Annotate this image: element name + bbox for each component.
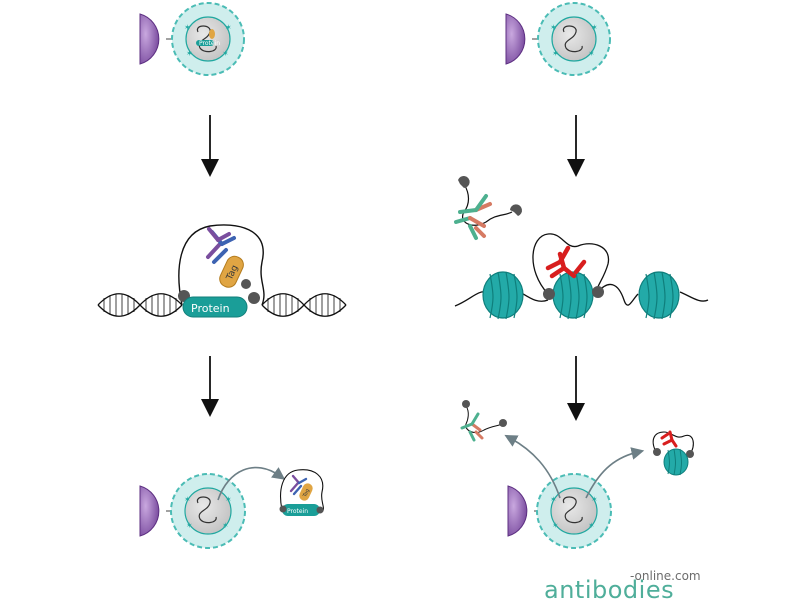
svg-text:✶: ✶ [550, 23, 557, 32]
mini-protein-label: Protein [199, 40, 220, 47]
released-complex: Protein Tag [279, 469, 324, 516]
anchor-right [592, 286, 604, 298]
bead-inner [550, 487, 598, 535]
star-markers: ✶ ✶ ✶ ✶ [550, 23, 598, 58]
star-markers: ✶ ✶ ✶ ✶ [550, 495, 598, 530]
anchor-top [241, 279, 251, 289]
released-nucleosome-complex [652, 430, 694, 476]
bead-inner [551, 16, 597, 62]
star-markers: ✶ ✶ ✶ ✶ [184, 23, 232, 58]
tether-loop [178, 224, 265, 306]
brand-logo: antibodies -online.com [544, 569, 701, 600]
svg-text:✶: ✶ [225, 23, 232, 32]
brand-suffix: -online.com [630, 569, 701, 583]
dna-squiggle [196, 496, 217, 524]
anchor-right [248, 292, 260, 304]
mini-protein [196, 40, 214, 46]
bead-inner [184, 487, 232, 535]
dna-squiggle [562, 25, 583, 53]
svg-text:✶: ✶ [591, 23, 598, 32]
magnet [139, 13, 160, 65]
brand-name: antibodies [544, 576, 674, 600]
nucleosome-2 [552, 271, 594, 320]
magnet [505, 13, 526, 65]
mini-tag [209, 29, 215, 39]
svg-text:✶: ✶ [588, 521, 595, 530]
nucleosome-3 [638, 271, 680, 320]
nucleosome-1 [482, 271, 524, 320]
tag-body [219, 255, 244, 288]
svg-text:✶: ✶ [225, 495, 232, 504]
bead-inner [185, 16, 231, 62]
release-arrow-left [504, 434, 561, 499]
tether-loop [532, 233, 610, 295]
chromatin-fiber [454, 233, 709, 320]
svg-text:✶: ✶ [184, 23, 191, 32]
dna-helix-left [97, 293, 183, 317]
protein-label: Protein [191, 302, 230, 315]
svg-text:✶: ✶ [552, 521, 559, 530]
dna-squiggle [562, 496, 583, 524]
released-antibody-green [460, 400, 507, 442]
antibody-bound [206, 227, 236, 264]
protein-body [182, 296, 248, 318]
star-markers: ✶ ✶ ✶ ✶ [184, 495, 232, 530]
free-antibody-green [454, 176, 522, 240]
magnet [139, 485, 160, 537]
bead-complex-top-left: Protein ✶ ✶ ✶ ✶ [139, 2, 245, 76]
released-protein-label: Protein [287, 508, 308, 515]
svg-text:✶: ✶ [186, 521, 193, 530]
released-tag-label: Tag [302, 488, 311, 499]
svg-text:✶: ✶ [591, 495, 598, 504]
magnet [507, 485, 528, 537]
bead-complex-bottom-right: ✶ ✶ ✶ ✶ [504, 434, 645, 549]
bead-complex-bottom-left: ✶ ✶ ✶ ✶ Protein Tag [139, 466, 324, 549]
anchor-left [543, 288, 555, 300]
protein-dna-complex: Protein Tag [97, 224, 347, 318]
release-arrow-right [585, 447, 645, 499]
svg-text:✶: ✶ [222, 49, 229, 58]
svg-text:✶: ✶ [588, 49, 595, 58]
svg-text:✶: ✶ [184, 495, 191, 504]
release-arrow [217, 466, 286, 501]
dna-helix-right [261, 293, 347, 317]
svg-text:✶: ✶ [222, 521, 229, 530]
svg-text:✶: ✶ [552, 49, 559, 58]
dna-linker [454, 283, 709, 307]
svg-text:✶: ✶ [550, 495, 557, 504]
svg-text:✶: ✶ [186, 49, 193, 58]
antibody-red [545, 245, 587, 279]
bead-complex-top-right: ✶ ✶ ✶ ✶ [505, 2, 611, 76]
